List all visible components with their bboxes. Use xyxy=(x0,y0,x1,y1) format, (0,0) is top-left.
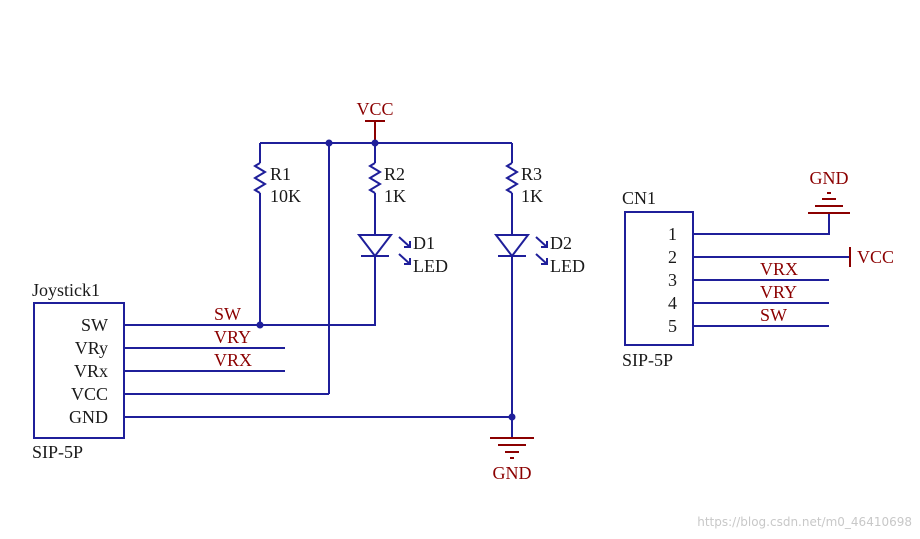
net-label-vrx-right: VRX xyxy=(760,259,798,279)
r3-ref: R3 xyxy=(521,164,542,184)
r1-zigzag xyxy=(253,162,267,194)
gnd-top-label: GND xyxy=(810,168,849,188)
r3-zigzag xyxy=(505,162,519,194)
joystick-pin-vcc: VCC xyxy=(71,384,108,404)
joystick-designator: Joystick1 xyxy=(32,280,100,300)
r1-ref: R1 xyxy=(270,164,291,184)
net-label-vry: VRY xyxy=(214,327,251,347)
cn1-wire-1-gnd xyxy=(693,213,830,235)
d2-ref: D2 xyxy=(550,233,572,253)
cn1-pin-1: 1 xyxy=(668,224,677,244)
cn1-footprint: SIP-5P xyxy=(622,350,673,370)
junction-dot xyxy=(508,413,516,421)
r2-value: 1K xyxy=(384,186,406,206)
d1-ref: D1 xyxy=(413,233,435,253)
junction-dot xyxy=(256,321,264,329)
cn1-pin-5: 5 xyxy=(668,316,677,336)
d1-value: LED xyxy=(413,256,448,276)
d2-led-symbol xyxy=(493,234,548,265)
r2-ref: R2 xyxy=(384,164,405,184)
junction-dot xyxy=(325,139,333,147)
cn1-pin-4: 4 xyxy=(668,293,677,313)
d1-led-symbol xyxy=(356,234,411,265)
joystick-pin-gnd: GND xyxy=(69,407,108,427)
joystick-footprint: SIP-5P xyxy=(32,442,83,462)
r1-value: 10K xyxy=(270,186,301,206)
watermark-text: https://blog.csdn.net/m0_46410698 xyxy=(697,515,912,529)
cn1-body xyxy=(624,211,694,346)
cn1-designator: CN1 xyxy=(622,188,656,208)
vcc-top-label: VCC xyxy=(356,99,393,119)
cn1-pin-3: 3 xyxy=(668,270,677,290)
gnd-symbol-bottom xyxy=(490,437,534,459)
net-label-vrx: VRX xyxy=(214,350,252,370)
gnd-bottom-label: GND xyxy=(493,463,532,483)
vcc-right-label: VCC xyxy=(857,247,894,267)
gnd-symbol-top xyxy=(808,192,850,214)
d2-value: LED xyxy=(550,256,585,276)
r3-value: 1K xyxy=(521,186,543,206)
r2-zigzag xyxy=(368,162,382,194)
net-label-sw-right: SW xyxy=(760,305,787,325)
net-label-vry-right: VRY xyxy=(760,282,797,302)
junction-dot xyxy=(371,139,379,147)
joystick-pin-vrx: VRx xyxy=(74,361,108,381)
cn1-pin-2: 2 xyxy=(668,247,677,267)
net-label-sw: SW xyxy=(214,304,241,324)
joystick-pin-vry: VRy xyxy=(75,338,108,358)
joystick-pin-sw: SW xyxy=(81,315,108,335)
